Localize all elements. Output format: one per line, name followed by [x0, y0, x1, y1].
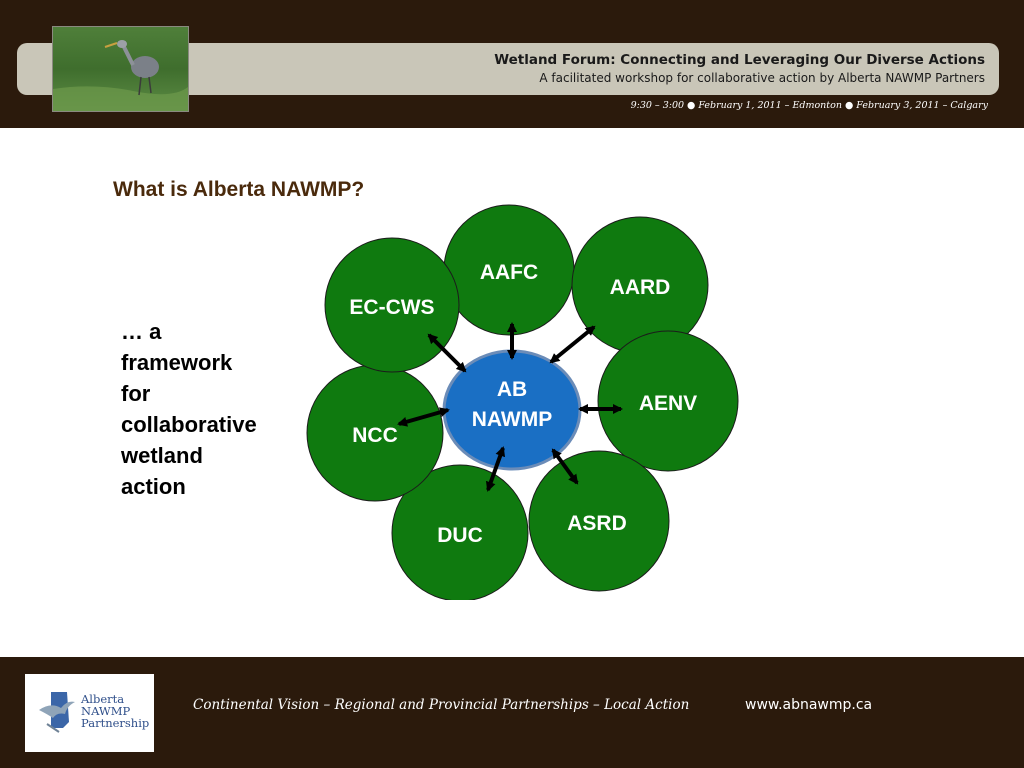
connector-arrow	[549, 325, 596, 364]
website-link[interactable]: www.abnawmp.ca	[745, 697, 873, 713]
node-ec-cws: EC-CWS	[324, 237, 460, 373]
node-label: AAFC	[480, 261, 538, 284]
connector-arrow	[485, 446, 506, 492]
bird-logo-icon	[39, 692, 75, 733]
center-label-line2: NAWMP	[472, 408, 553, 431]
node-label: AENV	[639, 392, 697, 415]
connector-arrow	[551, 448, 579, 485]
forum-subtitle: A facilitated workshop for collaborative…	[539, 71, 985, 85]
framework-text: … a framework for collaborative wetland …	[121, 316, 301, 502]
slide-title: What is Alberta NAWMP?	[113, 178, 365, 201]
node-label: DUC	[437, 524, 483, 547]
heron-photo	[52, 26, 189, 112]
logo-text: Alberta NAWMP Partnership	[81, 693, 149, 729]
footer-tagline: Continental Vision – Regional and Provin…	[193, 697, 690, 713]
footer-band: Alberta NAWMP Partnership Continental Vi…	[0, 657, 1024, 768]
node-label: NCC	[352, 424, 398, 447]
connector-arrow	[427, 333, 467, 373]
node-aenv: AENV	[597, 330, 739, 472]
node-duc: DUC	[391, 464, 529, 600]
forum-title: Wetland Forum: Connecting and Leveraging…	[494, 52, 985, 68]
node-ncc: NCC	[306, 364, 444, 502]
framework-line: collaborative	[121, 412, 257, 437]
node-label: AARD	[610, 276, 671, 299]
node-asrd: ASRD	[528, 450, 670, 592]
alberta-nawmp-logo: Alberta NAWMP Partnership	[25, 674, 154, 752]
framework-line: wetland	[121, 443, 203, 468]
framework-line: … a	[121, 319, 162, 344]
node-aard: AARD	[571, 216, 709, 354]
partner-diagram: AAFC AARD AENV ASRD DUC NCC EC-CWS AB NA…	[306, 204, 739, 600]
framework-line: action	[121, 474, 186, 499]
logo-line: NAWMP	[81, 704, 131, 718]
node-aafc: AAFC	[443, 204, 575, 336]
node-label: ASRD	[567, 512, 627, 535]
node-label: EC-CWS	[349, 296, 434, 319]
center-label-line1: AB	[497, 378, 527, 401]
workshop-dates: 9:30 – 3:00 ● February 1, 2011 – Edmonto…	[630, 100, 988, 111]
framework-line: for	[121, 381, 151, 406]
framework-line: framework	[121, 350, 233, 375]
logo-line: Alberta	[81, 692, 125, 706]
connector-arrow	[397, 407, 450, 427]
logo-line: Partnership	[81, 716, 150, 730]
header-band: Wetland Forum: Connecting and Leveraging…	[0, 0, 1024, 128]
